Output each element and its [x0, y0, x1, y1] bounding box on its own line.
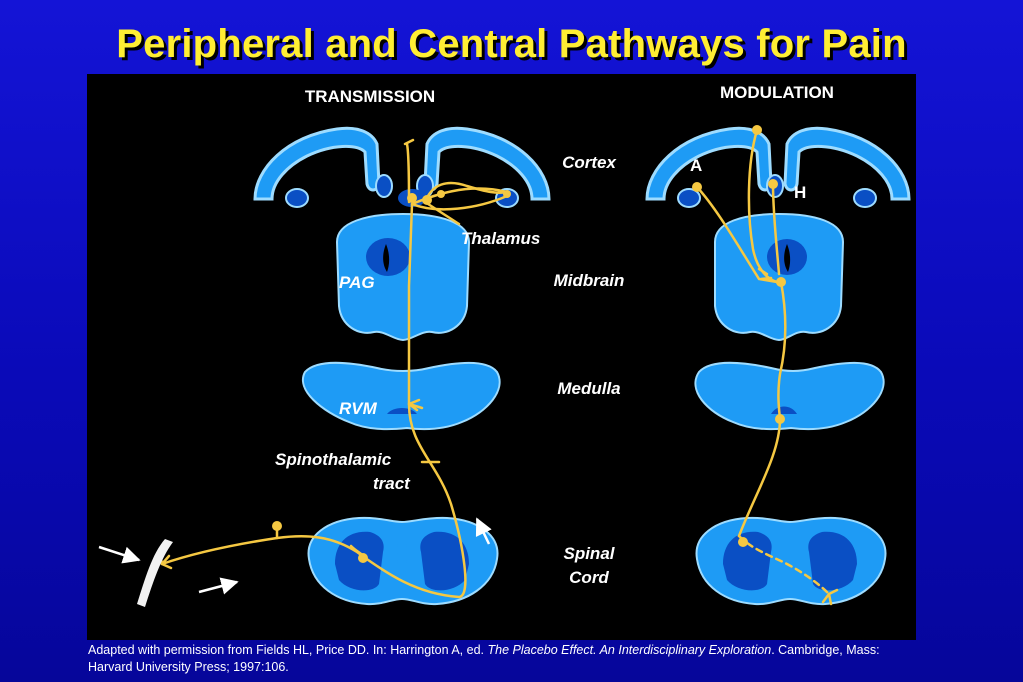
left-midbrain — [335, 212, 471, 342]
label-spinothalamic: Spinothalamic — [275, 450, 392, 469]
marker-a: A — [690, 156, 702, 175]
pain-pathway-diagram: TRANSMISSION MODULATION Cortex Midbrain … — [98, 83, 911, 607]
right-midbrain — [714, 212, 845, 342]
skin-receptor — [137, 539, 173, 607]
citation-caption: Adapted with permission from Fields HL, … — [88, 642, 918, 676]
label-tract: tract — [373, 474, 411, 493]
label-pag: PAG — [339, 273, 375, 292]
caption-text-1: Adapted with permission from Fields HL, … — [88, 643, 488, 657]
heading-modulation: MODULATION — [720, 83, 834, 102]
caption-book-title: The Placebo Effect. An Interdisciplinary… — [487, 643, 772, 657]
caption-text-2: . Cambridge, Mass: Harvard University Pr… — [88, 643, 880, 674]
heading-transmission: TRANSMISSION — [305, 87, 435, 106]
marker-h: H — [794, 183, 806, 202]
left-medulla — [302, 361, 501, 431]
right-cortex — [645, 126, 911, 208]
pain-pathway-figure: TRANSMISSION MODULATION Cortex Midbrain … — [87, 74, 916, 640]
left-spinal-cord — [307, 516, 499, 606]
label-rvm: RVM — [339, 399, 378, 418]
level-label-cortex: Cortex — [562, 153, 617, 172]
right-spinal-cord — [695, 516, 887, 606]
modulation-pathway — [695, 128, 839, 606]
right-medulla — [694, 361, 885, 431]
transmission-panel — [98, 126, 551, 607]
stimulus-arrows — [98, 517, 492, 595]
label-thalamus: Thalamus — [461, 229, 540, 248]
level-label-spinal: Spinal — [563, 544, 615, 563]
level-label-medulla: Medulla — [557, 379, 620, 398]
level-label-cord: Cord — [569, 568, 609, 587]
level-label-midbrain: Midbrain — [554, 271, 625, 290]
left-cortex — [253, 126, 551, 208]
modulation-panel — [645, 125, 911, 606]
transmission-pathway — [158, 138, 509, 599]
slide-title: Peripheral and Central Pathways for Pain — [116, 22, 907, 66]
